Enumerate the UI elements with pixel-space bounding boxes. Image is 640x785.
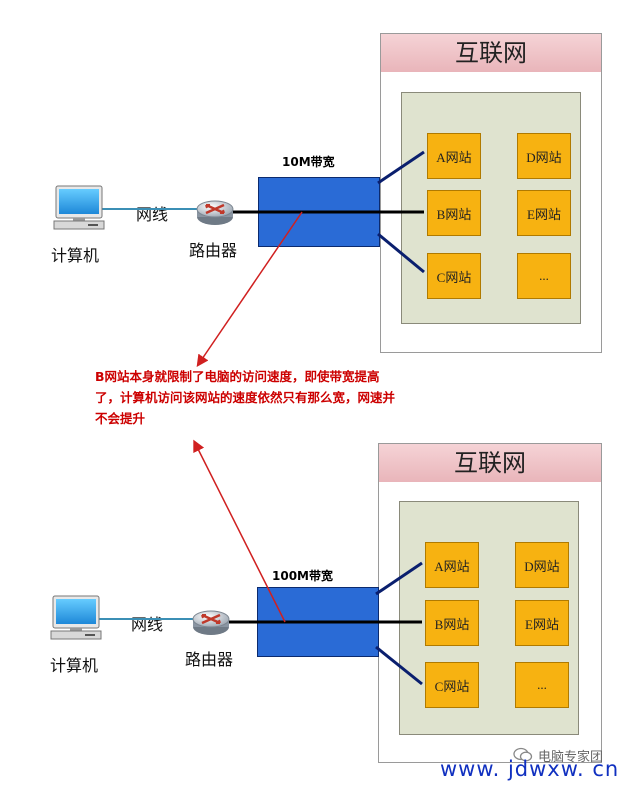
annotation-arrow-up [196, 211, 303, 367]
site-more-top: ... [517, 253, 571, 299]
bandwidth-label-top: 10M带宽 [282, 155, 335, 169]
router-label-top: 路由器 [189, 241, 238, 260]
annotation-arrow-down [193, 439, 286, 623]
router-icon-bottom [192, 610, 230, 635]
router-label-bottom: 路由器 [185, 650, 234, 669]
internet-title-bottom: 互联网 [379, 444, 601, 482]
site-c-top: C网站 [427, 253, 481, 299]
site-c-bottom: C网站 [425, 662, 479, 708]
link-site-a-top [377, 150, 425, 185]
wechat-icon [513, 747, 533, 762]
router-icon-top [196, 200, 234, 225]
site-d-bottom: D网站 [515, 542, 569, 588]
site-e-top: E网站 [517, 190, 571, 236]
internet-panel-bottom: 互联网 A网站 D网站 B网站 E网站 C网站 ... [378, 443, 602, 763]
link-site-c-top [377, 232, 425, 274]
link-site-c-bottom [375, 645, 423, 686]
internet-panel-top: 互联网 A网站 D网站 B网站 E网站 C网站 ... [380, 33, 602, 353]
site-b-bottom: B网站 [425, 600, 479, 646]
watermark-url: www. jdwxw. cn [440, 757, 620, 781]
annotation-text: B网站本身就限制了电脑的访问速度，即使带宽提高了，计算机访问该网站的速度依然只有… [95, 369, 396, 426]
bandwidth-label-bottom: 100M带宽 [272, 569, 333, 583]
computer-icon-top [53, 185, 105, 230]
link-site-a-bottom [375, 561, 423, 596]
computer-label-top: 计算机 [51, 246, 100, 265]
computer-label-bottom: 计算机 [50, 656, 99, 675]
site-more-bottom: ... [515, 662, 569, 708]
website-area-bottom: A网站 D网站 B网站 E网站 C网站 ... [399, 501, 579, 735]
site-d-top: D网站 [517, 133, 571, 179]
website-area-top: A网站 D网站 B网站 E网站 C网站 ... [401, 92, 581, 324]
computer-icon-bottom [50, 595, 102, 640]
watermark-brand: 电脑专家团 [538, 750, 604, 765]
site-e-bottom: E网站 [515, 600, 569, 646]
site-b-top: B网站 [427, 190, 481, 236]
site-a-bottom: A网站 [425, 542, 479, 588]
site-a-top: A网站 [427, 133, 481, 179]
internet-title-top: 互联网 [381, 34, 601, 72]
